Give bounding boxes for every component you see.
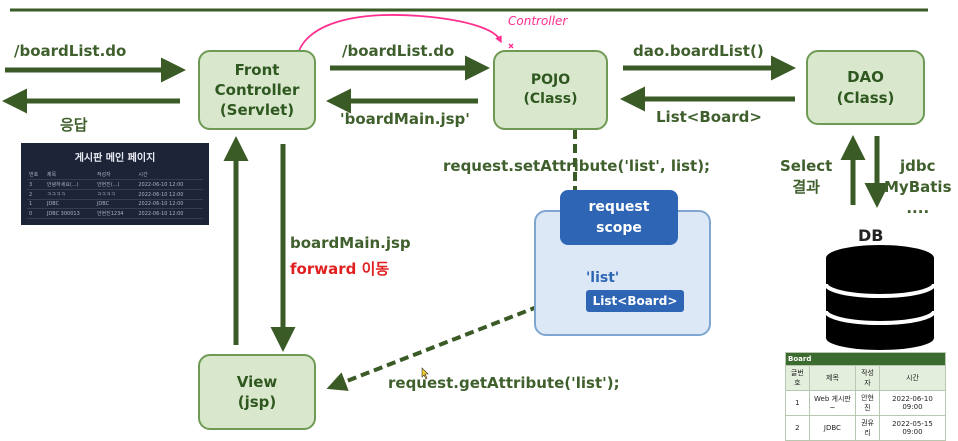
dao-box: DAO (Class) bbox=[806, 50, 925, 125]
board-table: Board 글번호 제목 작성자 시간 1 Web 게시판~ 안현진 2022-… bbox=[785, 352, 947, 441]
response-label: 응답 bbox=[60, 116, 88, 134]
table-row: 3 안녕하세요(...) 안현진(...) 2022-06-10 12:00 bbox=[27, 179, 203, 190]
request-scope-title: request scope bbox=[560, 190, 678, 245]
board-main-thumbnail: 게시판 메인 페이지 번호 제목 작성자 시간 3 안녕하세요(...) 안현진… bbox=[21, 143, 209, 225]
set-attribute-label: request.setAttribute('list', list); bbox=[443, 157, 711, 175]
thumbnail-title: 게시판 메인 페이지 bbox=[74, 153, 156, 164]
db-label: DB bbox=[858, 226, 884, 245]
thumbnail-table: 번호 제목 작성자 시간 3 안녕하세요(...) 안현진(...) 2022-… bbox=[27, 170, 203, 219]
table-row: 1 Web 게시판~ 안현진 2022-06-10 09:00 bbox=[785, 390, 947, 416]
table-row: 1 JDBC JDBC 2022-06-10 12:00 bbox=[27, 199, 203, 209]
forward-move-label: forward 이동 bbox=[290, 260, 390, 278]
dao-call-label: dao.boardList() bbox=[633, 42, 764, 60]
board-table-caption: Board bbox=[785, 352, 946, 366]
list-value-pill: List<Board> bbox=[586, 290, 684, 312]
dao-return-label: List<Board> bbox=[656, 108, 762, 126]
db-cylinder-icon bbox=[824, 245, 936, 350]
cursor-icon bbox=[421, 367, 429, 380]
list-key-label: 'list' bbox=[586, 270, 620, 286]
return-view-label: 'boardMain.jsp' bbox=[340, 110, 470, 128]
table-row: 0 JDBC 300013 안현진1234 2022-06-10 12:00 bbox=[27, 208, 203, 219]
front-controller-box: Front Controller (Servlet) bbox=[198, 50, 316, 130]
forward-url-label: /boardList.do bbox=[342, 42, 455, 60]
view-box: View (jsp) bbox=[198, 354, 316, 430]
board-main-label: boardMain.jsp bbox=[290, 234, 411, 252]
db-tech-label: jdbc MyBatis .... bbox=[884, 157, 952, 217]
annotation-curve bbox=[295, 14, 502, 67]
request-url-label: /boardList.do bbox=[14, 42, 127, 60]
table-row: 2 ㅋㅋㅋㅋ ㅋㅋㅋㅋ 2022-06-10 12:00 bbox=[27, 189, 203, 200]
get-attribute-label: request.getAttribute('list'); bbox=[388, 374, 620, 392]
pojo-box: POJO (Class) bbox=[493, 50, 608, 130]
handwritten-controller-label: Controller bbox=[508, 14, 568, 28]
select-result-label: Select 결과 bbox=[780, 157, 833, 196]
